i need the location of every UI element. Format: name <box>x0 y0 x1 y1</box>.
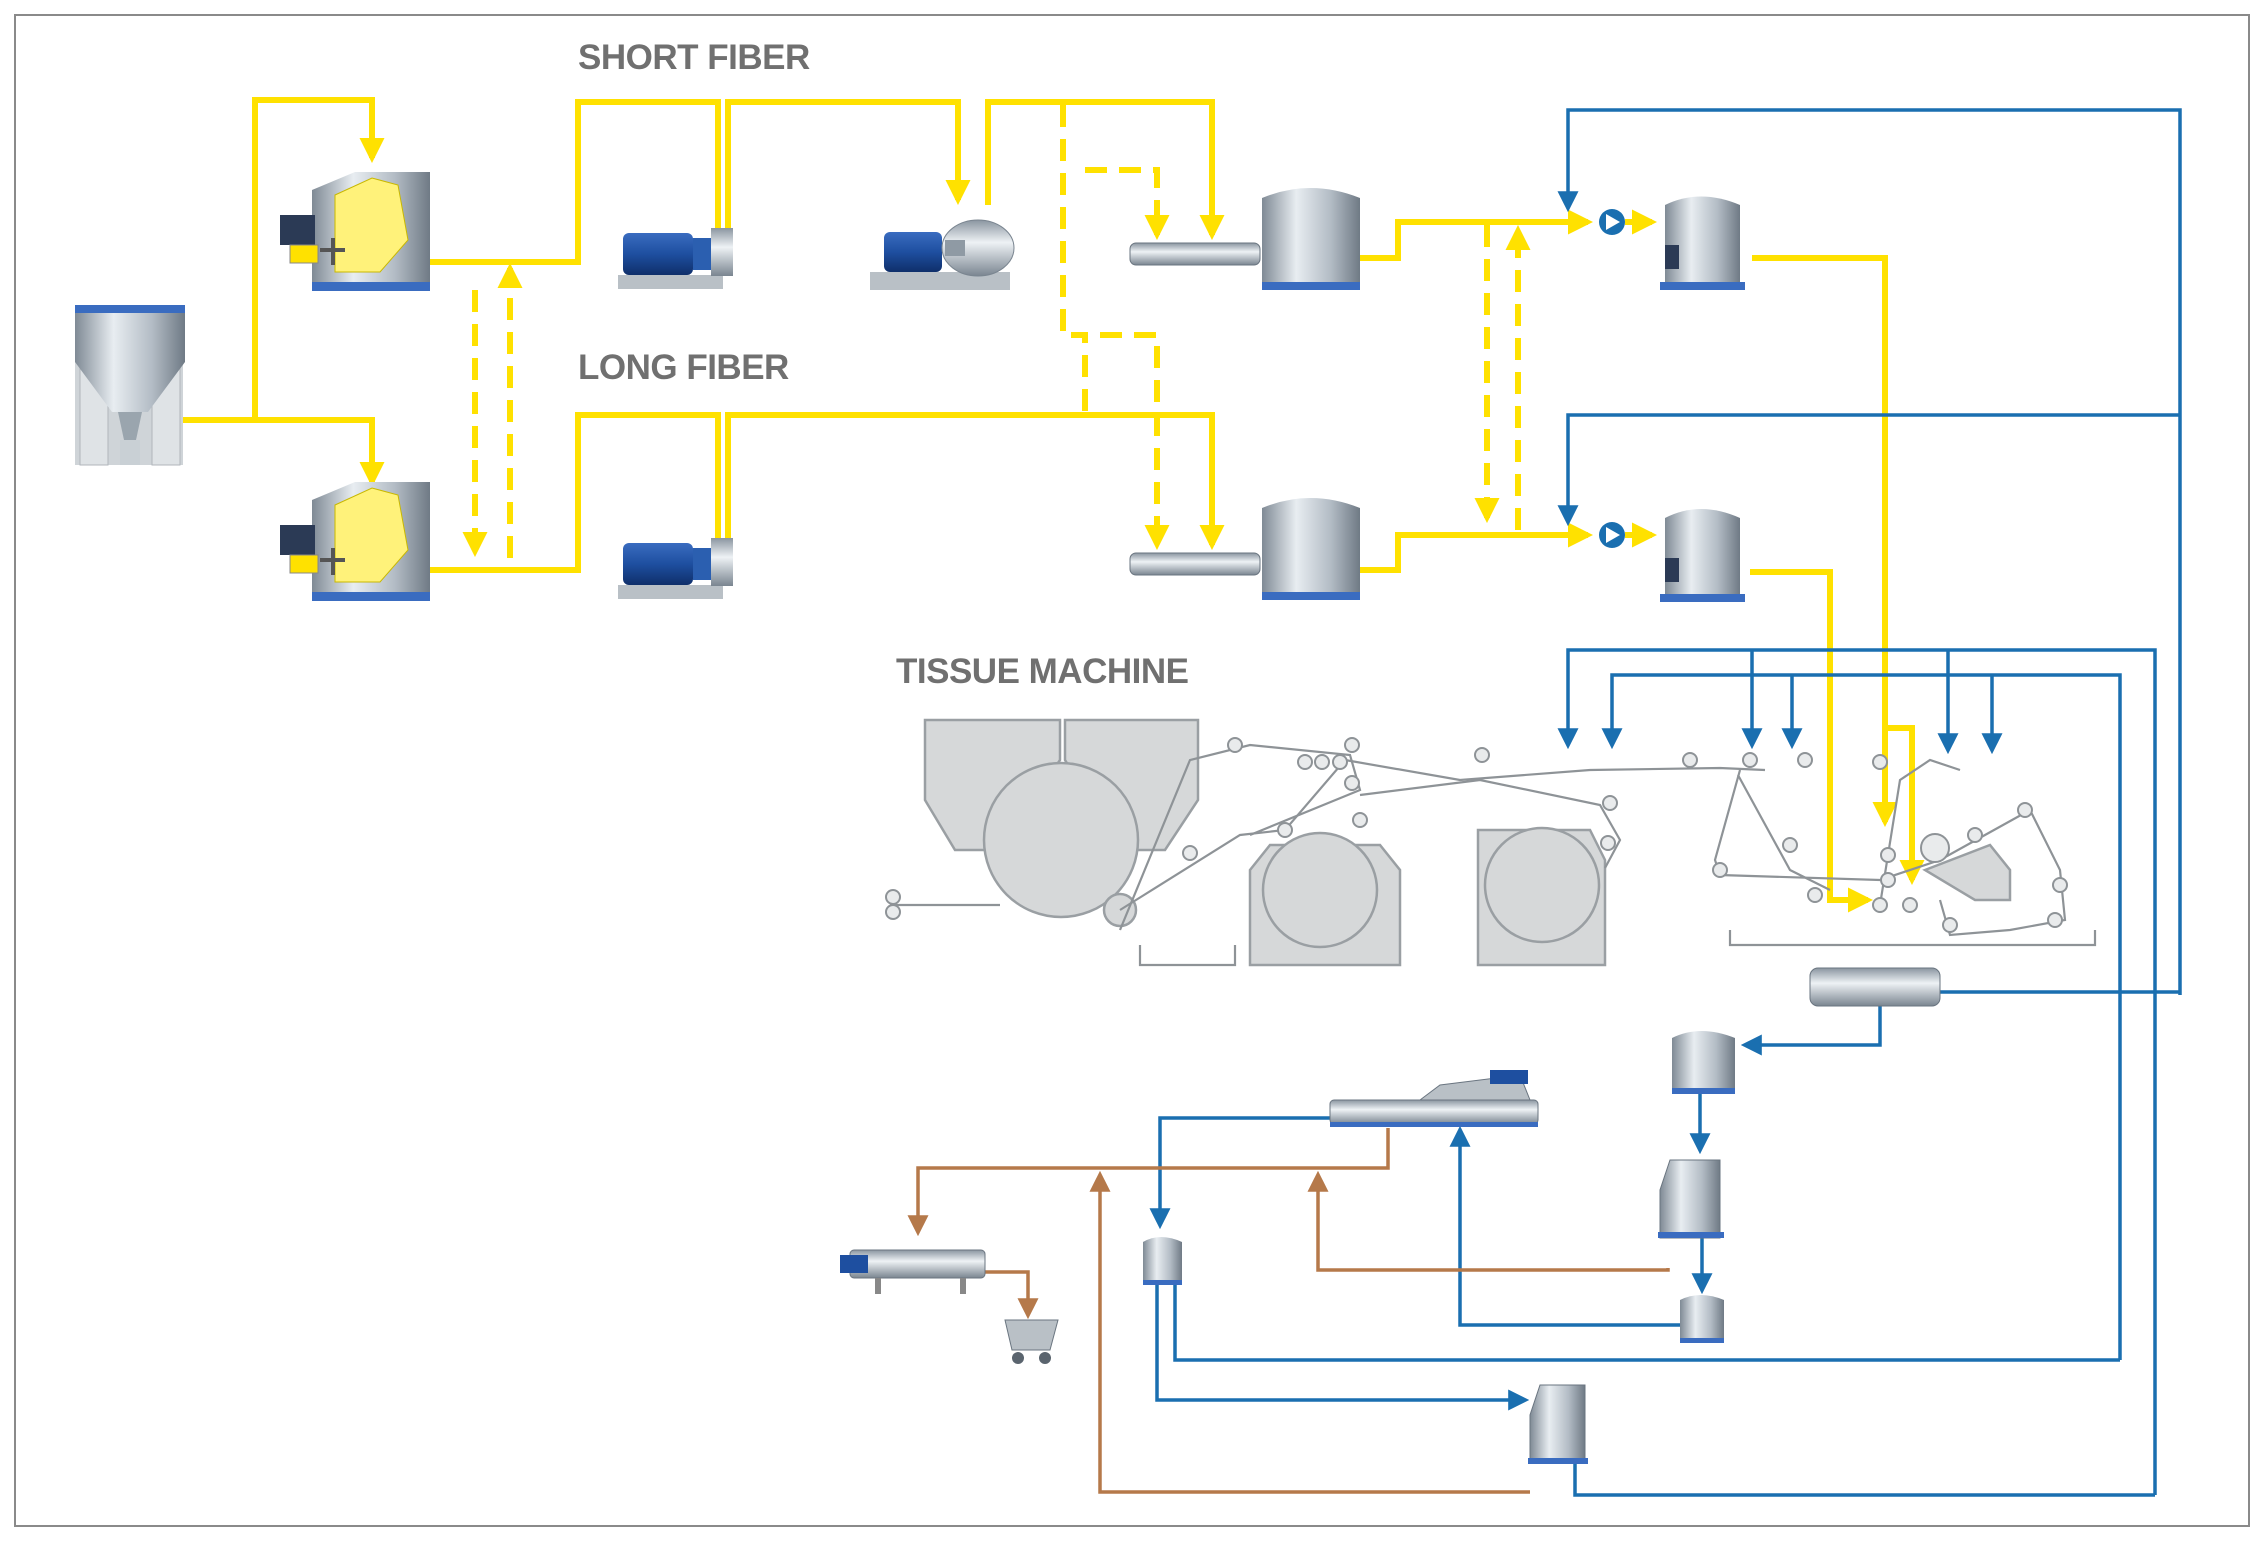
diagram-frame <box>14 14 2250 1527</box>
tissue-machine-label: TISSUE MACHINE <box>896 652 1189 691</box>
sludge-cart-icon <box>1004 1319 1059 1364</box>
headbox-screen-icon <box>1660 509 1745 602</box>
chest-tank-icon <box>1143 1237 1182 1285</box>
pump-icon <box>618 228 733 289</box>
chest-tank-icon <box>1262 498 1360 600</box>
screen-pump-icon <box>1599 209 1625 235</box>
chest-tank-icon <box>1680 1295 1724 1343</box>
long-fiber-label: LONG FIBER <box>578 348 789 387</box>
reject-lines <box>907 1128 1670 1494</box>
headbox-screen-icon <box>1660 196 1745 290</box>
pulper-icon <box>280 172 430 291</box>
refiner-icon <box>870 219 1015 290</box>
save-all-filter-icon <box>1658 1159 1724 1239</box>
save-all-filter-icon <box>1528 1384 1588 1464</box>
fiber-lines <box>180 97 1925 913</box>
pump-icon <box>618 538 733 599</box>
screw-press-icon <box>840 1249 986 1294</box>
mixing-pipe-icon <box>1129 242 1261 266</box>
chest-tank-icon <box>1262 188 1360 290</box>
machine-rolls <box>885 737 2068 933</box>
save-all-pipe-icon <box>1809 967 1941 1007</box>
water-lines <box>1149 108 2182 1497</box>
tissue-machine-icon <box>923 718 2012 967</box>
chest-tank-icon <box>1672 1031 1735 1094</box>
fiber-lines-dashed <box>462 105 1531 558</box>
mixing-pipe-icon <box>1129 552 1261 576</box>
hopper-icon <box>75 305 185 466</box>
disc-filter-icon <box>1329 1070 1539 1127</box>
pulper-icon <box>280 482 430 601</box>
short-fiber-label: SHORT FIBER <box>578 38 810 77</box>
felt-loops <box>890 743 2097 967</box>
screen-pump-icon <box>1599 522 1625 548</box>
